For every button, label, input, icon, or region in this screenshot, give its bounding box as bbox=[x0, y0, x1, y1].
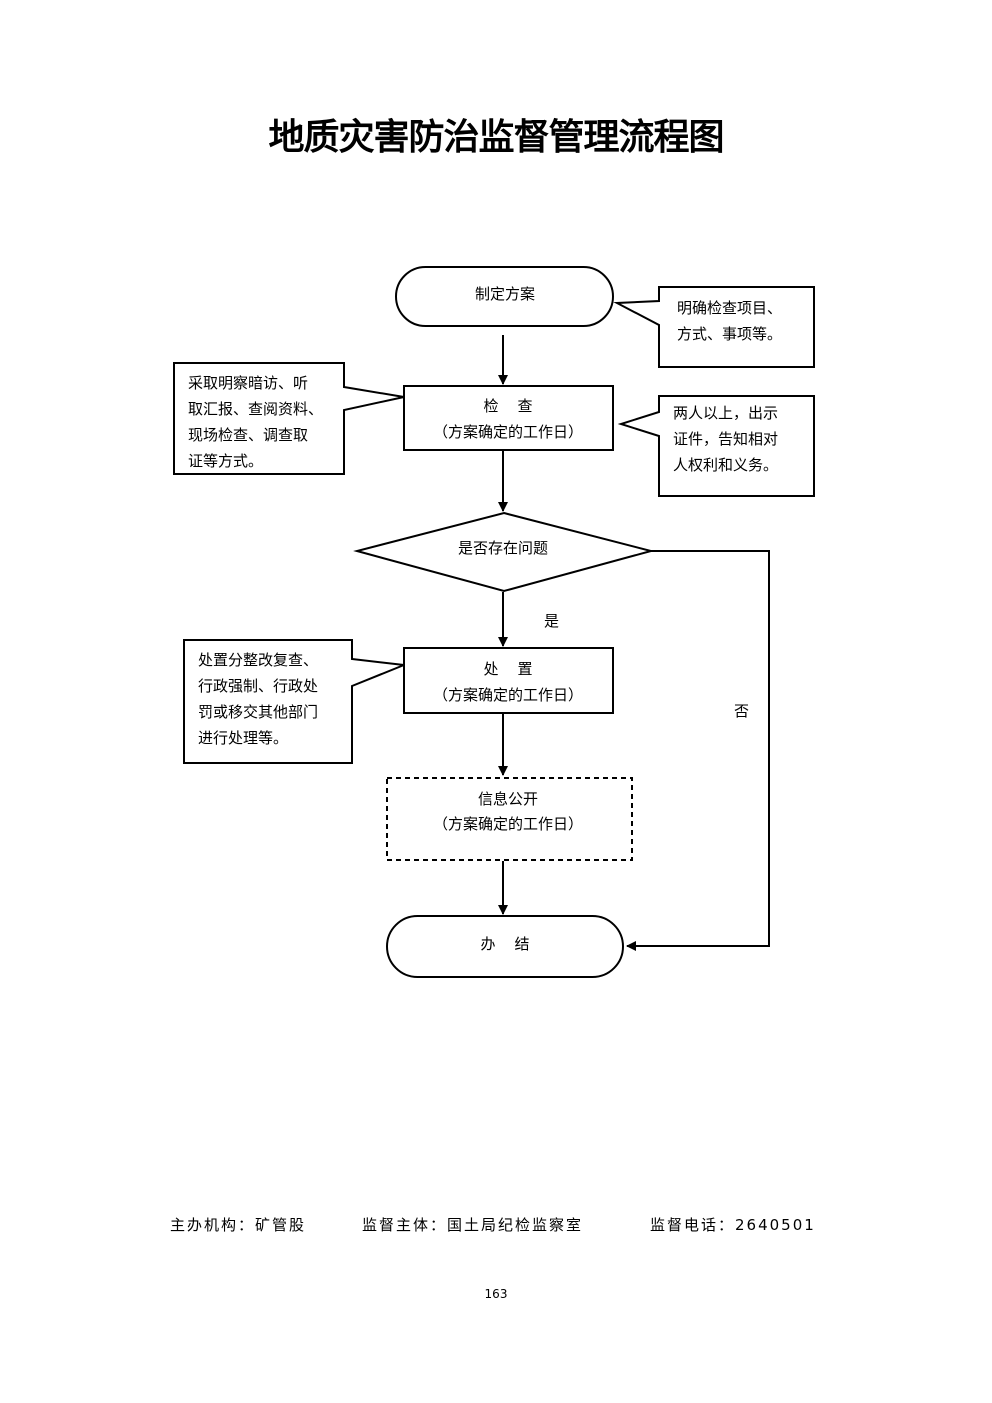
check-methods-line: 取汇报、查阅资料、 bbox=[188, 400, 323, 418]
handle-node-sub: （方案确定的工作日） bbox=[433, 686, 583, 704]
publish-node bbox=[386, 777, 633, 861]
check-methods-line: 现场检查、调查取 bbox=[188, 426, 308, 444]
no-label: 否 bbox=[734, 702, 749, 720]
handle-methods-line: 行政强制、行政处 bbox=[198, 677, 318, 695]
check-rules-note-box bbox=[617, 395, 815, 497]
handle-methods-line: 处置分整改复查、 bbox=[198, 651, 318, 669]
publish-node-label: 信息公开 bbox=[478, 790, 538, 808]
start-node bbox=[395, 266, 614, 327]
check-rules-line: 证件，告知相对 bbox=[673, 430, 778, 448]
handle-node-label: 处 置 bbox=[483, 660, 532, 678]
plan-note-line: 方式、事项等。 bbox=[677, 325, 782, 343]
handle-methods-line: 罚或移交其他部门 bbox=[198, 703, 318, 721]
decision-node bbox=[353, 511, 655, 593]
page-number: 163 bbox=[484, 1287, 508, 1301]
check-node-label: 检 查 bbox=[483, 397, 532, 415]
check-methods-line: 证等方式。 bbox=[188, 452, 263, 470]
check-rules-line: 两人以上，出示 bbox=[673, 404, 778, 422]
page-title: 地质灾害防治监督管理流程图 bbox=[268, 116, 724, 158]
end-node bbox=[386, 915, 624, 978]
end-node-label: 办 结 bbox=[480, 935, 529, 953]
handle-methods-note-box bbox=[183, 639, 405, 764]
arrow-decision-end bbox=[626, 550, 770, 951]
check-methods-line: 采取明察暗访、听 bbox=[188, 374, 308, 392]
check-methods-note-box bbox=[173, 362, 405, 475]
footer-organizer: 主办机构：矿管股 bbox=[170, 1216, 307, 1234]
check-rules-line: 人权利和义务。 bbox=[673, 456, 778, 474]
decision-node-label: 是否存在问题 bbox=[458, 539, 548, 557]
plan-note-line: 明确检查项目、 bbox=[677, 299, 782, 317]
footer-phone: 监督电话：2640501 bbox=[650, 1216, 816, 1234]
plan-note-box bbox=[613, 286, 815, 368]
footer-supervisor: 监督主体：国土局纪检监察室 bbox=[362, 1216, 584, 1234]
handle-methods-line: 进行处理等。 bbox=[198, 729, 288, 747]
yes-label: 是 bbox=[544, 612, 559, 630]
check-node-sub: （方案确定的工作日） bbox=[433, 423, 583, 441]
publish-node-sub: （方案确定的工作日） bbox=[433, 815, 583, 833]
check-node bbox=[403, 385, 614, 451]
handle-node bbox=[403, 647, 614, 714]
start-node-label: 制定方案 bbox=[475, 285, 535, 303]
